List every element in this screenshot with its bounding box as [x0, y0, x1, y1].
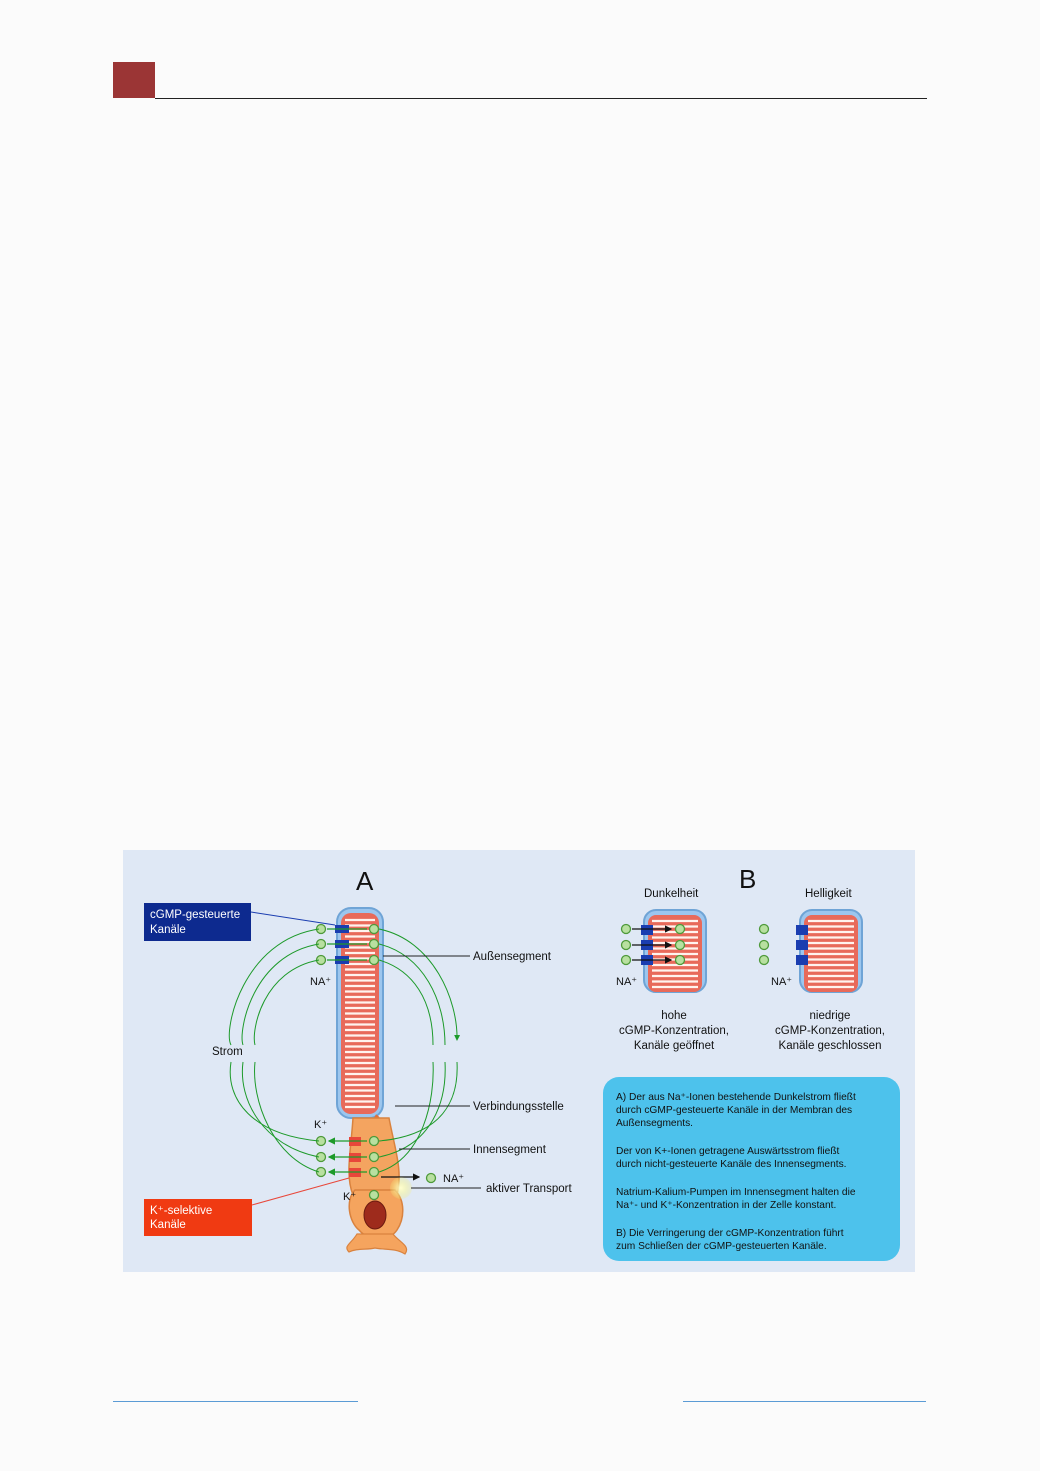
helligkeit-label: Helligkeit [805, 888, 852, 900]
k-ions-inner [315, 1135, 437, 1201]
light-channels [796, 925, 808, 965]
k-box-line1: K⁺-selektive [150, 1205, 212, 1217]
light-caption-1: niedrige [810, 1010, 851, 1022]
cgmp-leader-line [250, 911, 336, 926]
na-label-pump: NA⁺ [443, 1173, 464, 1185]
k-box-line2: Kanäle [150, 1219, 186, 1231]
dark-outer-segment [643, 909, 707, 993]
cgmp-channels-box [144, 903, 251, 941]
nucleus [363, 1200, 387, 1230]
k-leader-line [251, 1177, 350, 1206]
info-line: Der von K+-Ionen getragene Auswärtsstrom… [616, 1146, 840, 1157]
k-label-upper: K⁺ [314, 1119, 327, 1131]
verbindungsstelle-label: Verbindungsstelle [473, 1101, 564, 1113]
strom-label: Strom [212, 1046, 243, 1058]
na-ions-outer [315, 923, 380, 966]
k-efflux-arrows [327, 1137, 367, 1176]
innensegment-label: Innensegment [473, 1144, 547, 1156]
header-rule [155, 98, 927, 99]
na-influx-arrows [327, 928, 367, 961]
info-line: Natrium-Kalium-Pumpen im Innensegment ha… [616, 1187, 856, 1198]
panel-label-a: A [356, 866, 374, 896]
panel-label-b: B [739, 864, 756, 894]
info-line: durch nicht-gesteuerte Kanäle des Innens… [616, 1159, 847, 1170]
light-caption-2: cGMP-Konzentration, [775, 1025, 885, 1037]
info-line: B) Die Verringerung der cGMP-Konzentrati… [616, 1228, 844, 1239]
info-line: Außensegments. [616, 1118, 693, 1129]
info-line: A) Der aus Na⁺-Ionen bestehende Dunkelst… [616, 1092, 856, 1103]
aktiver-transport-label: aktiver Transport [486, 1183, 572, 1195]
light-outer-segment [799, 909, 863, 993]
cgmp-box-line1: cGMP-gesteuerte [150, 909, 240, 921]
na-label-light: NA⁺ [771, 976, 792, 988]
info-box [603, 1077, 900, 1261]
dunkelheit-label: Dunkelheit [644, 888, 699, 900]
dark-arrows [632, 925, 673, 964]
info-line: durch cGMP-gesteuerte Kanäle in der Memb… [616, 1105, 852, 1116]
info-line: Na⁺- und K⁺-Konzentration in der Zelle k… [616, 1200, 836, 1211]
dark-caption-3: Kanäle geöffnet [634, 1040, 715, 1052]
header-accent-square [113, 62, 155, 98]
current-loops [228, 928, 461, 1173]
footer-rule-left [113, 1401, 358, 1402]
info-text: A) Der aus Na⁺-Ionen bestehende Dunkelst… [616, 1092, 856, 1252]
pump-glow [390, 1177, 412, 1199]
k-channels-box [144, 1199, 252, 1236]
cgmp-box-line2: Kanäle [150, 924, 186, 936]
light-caption-3: Kanäle geschlossen [779, 1040, 882, 1052]
na-label-dark: NA⁺ [616, 976, 637, 988]
dark-caption-1: hohe [661, 1010, 687, 1022]
info-line: zum Schließen der cGMP-gesteuerten Kanäl… [616, 1241, 827, 1252]
dark-caption-2: cGMP-Konzentration, [619, 1025, 729, 1037]
light-ions [758, 923, 770, 966]
photoreceptor-figure: A B [123, 850, 915, 1272]
synaptic-terminal [346, 1233, 408, 1255]
k-label-lower: K⁺ [343, 1191, 356, 1203]
aussensegment-label: Außensegment [473, 951, 552, 963]
footer-rule-right [683, 1401, 926, 1402]
na-label-outer: NA⁺ [310, 976, 331, 988]
dark-ions [620, 923, 686, 966]
